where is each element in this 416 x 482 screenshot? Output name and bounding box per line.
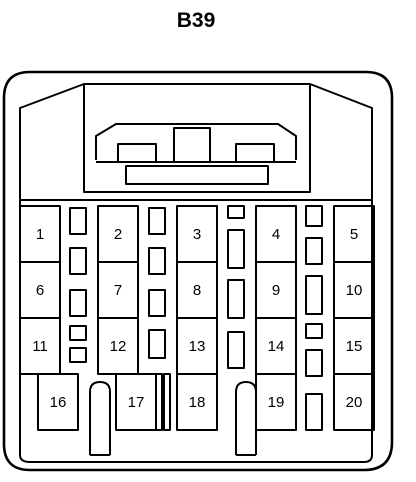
pin-label: 10 xyxy=(346,282,363,299)
pin-label: 8 xyxy=(193,282,201,299)
pin-label: 14 xyxy=(268,338,285,355)
pin-label: 15 xyxy=(346,338,363,355)
spacer-slot xyxy=(305,205,323,227)
spacer-slot xyxy=(148,247,166,275)
pin-label: 16 xyxy=(50,394,67,411)
connector-housing-outer xyxy=(2,70,394,472)
pin-label: 4 xyxy=(272,226,280,243)
spacer-slot xyxy=(155,373,163,431)
spacer-slot xyxy=(305,393,323,431)
spacer-slot xyxy=(305,275,323,315)
spacer-slot xyxy=(305,349,323,377)
spacer-slot xyxy=(148,289,166,317)
pin-label: 9 xyxy=(272,282,280,299)
connector-title: B39 xyxy=(177,9,216,32)
spacer-slot xyxy=(227,279,245,319)
pin-label: 19 xyxy=(268,394,285,411)
pin-label: 11 xyxy=(32,338,48,355)
spacer-slot xyxy=(305,323,323,339)
spacer-slot xyxy=(69,325,87,341)
pin-label: 17 xyxy=(128,394,145,411)
pin-label: 13 xyxy=(189,338,206,355)
spacer-slot xyxy=(69,247,87,275)
spacer-slot xyxy=(227,331,245,369)
pin-label: 2 xyxy=(114,226,122,243)
latch-left-tab xyxy=(117,143,157,162)
bottom-notch-left xyxy=(89,381,111,455)
pin-cavity xyxy=(176,373,218,431)
spacer-slot xyxy=(148,207,166,235)
pin-cavity xyxy=(333,373,375,431)
spacer-slot xyxy=(69,289,87,317)
spacer-slot xyxy=(305,237,323,265)
spacer-slot xyxy=(148,329,166,359)
latch-hood xyxy=(95,123,297,160)
spacer-slot xyxy=(69,207,87,235)
pin-label: 6 xyxy=(36,282,44,299)
latch-right-tab xyxy=(235,143,275,162)
spacer-slot xyxy=(69,347,87,363)
latch-center-block xyxy=(173,127,211,163)
spacer-slot xyxy=(227,229,245,269)
latch-housing xyxy=(83,84,311,193)
housing-inner-outline xyxy=(19,83,373,463)
pin-label: 12 xyxy=(110,338,127,355)
pin-label: 3 xyxy=(193,226,201,243)
spacer-slots xyxy=(69,205,323,431)
pin-cavity xyxy=(37,373,79,431)
bottom-notch-right xyxy=(235,381,257,455)
spacer-slot xyxy=(163,373,171,431)
pin-label: 20 xyxy=(346,394,363,411)
pin-label: 5 xyxy=(350,226,358,243)
latch-slot xyxy=(125,165,269,185)
pin-label: 18 xyxy=(189,394,206,411)
pin-label: 7 xyxy=(114,282,122,299)
spacer-slot xyxy=(227,205,245,219)
pin-label: 1 xyxy=(36,226,44,243)
